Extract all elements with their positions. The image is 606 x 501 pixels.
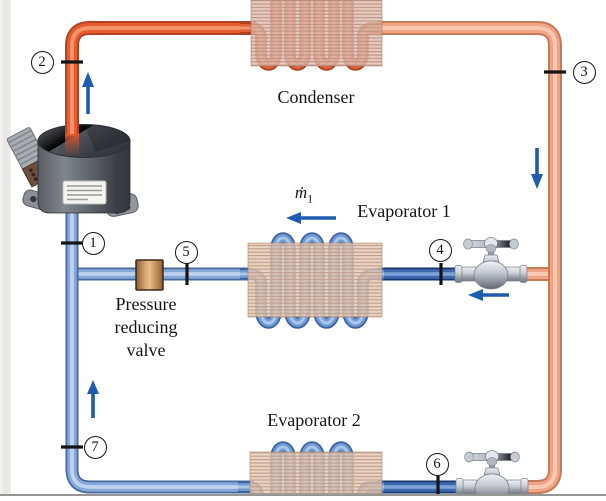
- evaporator-2-fins: [249, 451, 383, 495]
- compressor: [6, 124, 139, 217]
- flow-down-arrow-state3: [531, 148, 543, 189]
- flow-left-arrow-mass-flow: [286, 212, 336, 224]
- hot-pipe-compressor-to-condenser: [65, 28, 256, 156]
- warm-pipe-condenser-outlet: [378, 28, 555, 487]
- evaporator-1-fins: [247, 242, 383, 318]
- mass-flow-rate-label: ṁ1: [294, 183, 314, 206]
- state-node-6: 6: [425, 452, 449, 476]
- flow-up-arrow-state7: [87, 380, 99, 418]
- compressor-label-plate: [62, 180, 107, 205]
- flow-up-arrow-state2: [82, 72, 94, 114]
- expansion-valve-1: [454, 237, 528, 290]
- state-node-5: 5: [174, 240, 198, 264]
- left-border-strip: [0, 0, 11, 501]
- evaporator-2-label: Evaporator 2: [267, 410, 361, 430]
- evaporator-1-label: Evaporator 1: [357, 201, 451, 221]
- bottom-border-line: [0, 494, 606, 496]
- state-node-7: 7: [83, 435, 107, 459]
- flow-left-arrow-expansion-valve1: [468, 289, 509, 301]
- state-node-4: 4: [428, 238, 452, 262]
- state-node-2: 2: [30, 50, 54, 74]
- pressure-reducing-valve: [135, 259, 164, 291]
- bottom-border-mask: [0, 496, 606, 501]
- pressure-reducing-valve-label: Pressure reducing valve: [114, 294, 178, 360]
- condenser-label: Condenser: [277, 87, 355, 107]
- state-tick-marks: [61, 60, 566, 498]
- condenser-fins: [250, 0, 383, 67]
- state-node-3: 3: [572, 60, 596, 84]
- state-node-1: 1: [81, 231, 105, 255]
